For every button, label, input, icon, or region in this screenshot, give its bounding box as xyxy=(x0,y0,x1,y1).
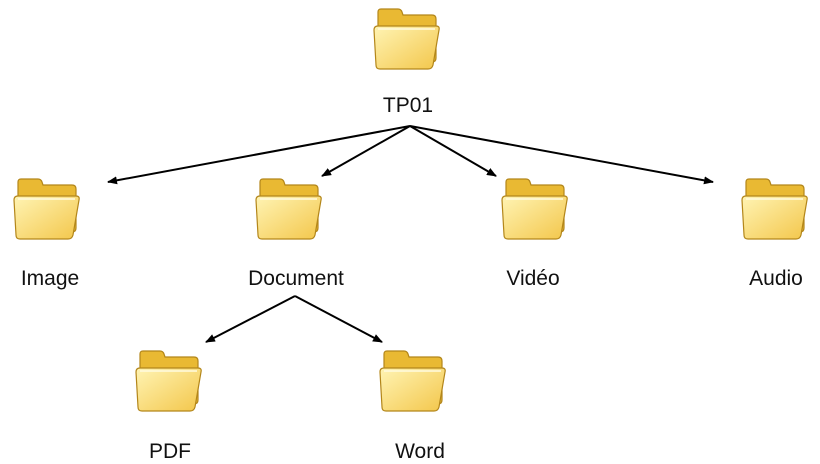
folder-label-tp01: TP01 xyxy=(383,94,433,117)
folder-label-image: Image xyxy=(21,267,79,290)
folder-label-pdf: PDF xyxy=(149,440,191,463)
edge-root-document xyxy=(321,125,411,177)
folder-node-image[interactable]: Image xyxy=(13,178,80,290)
folder-label-audio: Audio xyxy=(749,267,803,290)
folder-icon xyxy=(373,8,440,70)
folder-label-video: Vidéo xyxy=(506,267,559,290)
folder-node-audio[interactable]: Audio xyxy=(741,178,808,290)
folder-node-pdf[interactable]: PDF xyxy=(135,350,202,463)
edges xyxy=(107,125,714,343)
folder-icon xyxy=(741,178,808,240)
edge-root-image xyxy=(107,125,411,185)
folder-icon xyxy=(255,178,322,240)
edge-root-video xyxy=(409,125,497,177)
edge-document-pdf xyxy=(205,295,296,343)
folder-node-video[interactable]: Vidéo xyxy=(501,178,568,290)
folder-node-word[interactable]: Word xyxy=(379,350,446,463)
folder-node-tp01[interactable]: TP01 xyxy=(373,8,440,117)
folder-icon xyxy=(13,178,80,240)
edge-document-word xyxy=(294,295,383,343)
folder-icon xyxy=(501,178,568,240)
folder-node-document[interactable]: Document xyxy=(248,178,344,290)
folder-icon xyxy=(379,350,446,412)
folder-label-word: Word xyxy=(395,440,445,463)
folder-label-document: Document xyxy=(248,267,344,290)
edge-root-audio xyxy=(409,125,714,185)
folder-icon xyxy=(135,350,202,412)
